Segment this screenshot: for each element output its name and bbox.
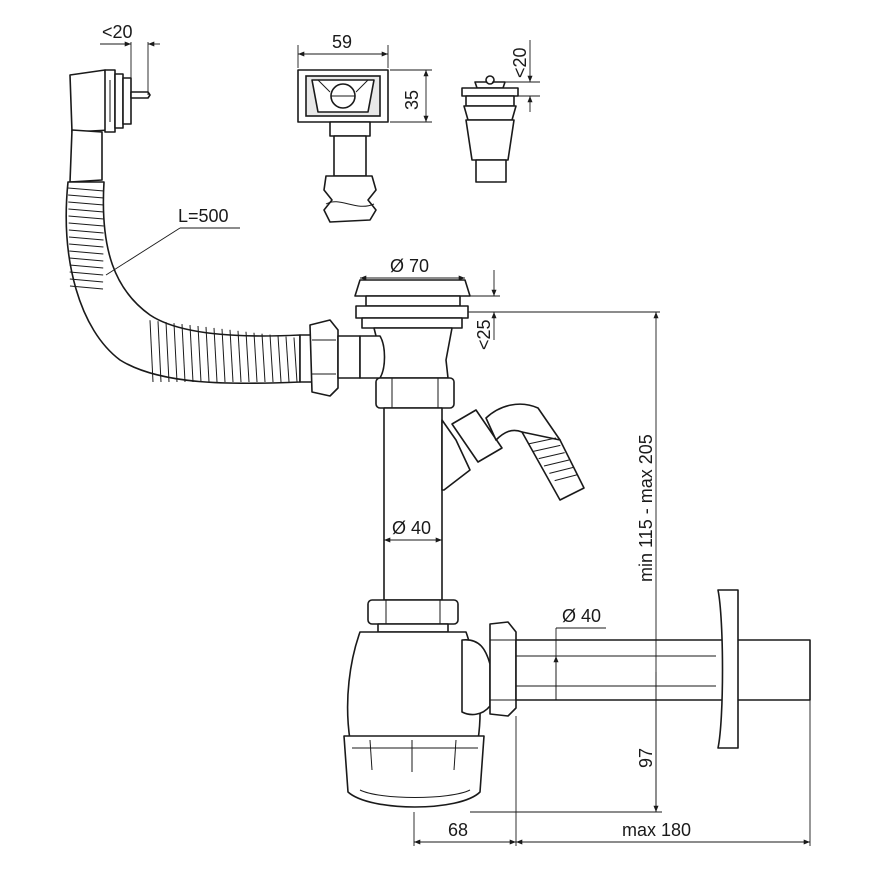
overflow-width-dimension <box>297 45 389 68</box>
bottle-trap <box>343 631 485 808</box>
sink-thickness-dimension <box>468 270 660 340</box>
outlet-length-dimension <box>516 700 811 846</box>
hose-length-label: L=500 <box>178 206 229 226</box>
overflow-fitting <box>69 69 151 183</box>
appliance-inlet <box>441 403 585 501</box>
overflow-connector <box>299 319 386 397</box>
outlet-length-label: max 180 <box>622 820 691 840</box>
overflow-height-dimension <box>390 69 432 123</box>
pipe-diameter-label: Ø 40 <box>392 518 431 538</box>
plug-screw-dimension <box>492 40 540 112</box>
outlet-pipe <box>515 639 811 701</box>
outlet-diameter-label: Ø 40 <box>562 606 601 626</box>
wall-flange <box>717 589 739 749</box>
lower-nut <box>367 599 459 633</box>
corrugated-hose <box>65 181 301 385</box>
outlet-connector <box>461 621 517 717</box>
outlet-diameter-dimension <box>553 627 606 700</box>
sink-strainer <box>354 279 471 379</box>
overflow-face-view <box>297 69 389 223</box>
overflow-width-label: 59 <box>332 32 352 52</box>
height-range-dimension <box>470 312 662 813</box>
overflow-height-label: 35 <box>402 90 422 110</box>
trap-offset-label: 68 <box>448 820 468 840</box>
strainer-diameter-label: Ø 70 <box>390 256 429 276</box>
vertical-pipe <box>383 407 443 601</box>
plug-screw-label: <20 <box>510 47 530 78</box>
sink-thickness-label: <25 <box>474 319 494 350</box>
trap-offset-dimension <box>413 716 517 846</box>
upper-nut <box>375 377 455 409</box>
overflow-screw-dimension <box>100 41 160 95</box>
height-range-label: min 115 - max 205 <box>636 434 656 582</box>
plug-fitting <box>461 75 519 183</box>
hose-length-leader <box>105 227 240 276</box>
overflow-screw-label: <20 <box>102 22 133 42</box>
trap-height-label: 97 <box>636 748 656 768</box>
